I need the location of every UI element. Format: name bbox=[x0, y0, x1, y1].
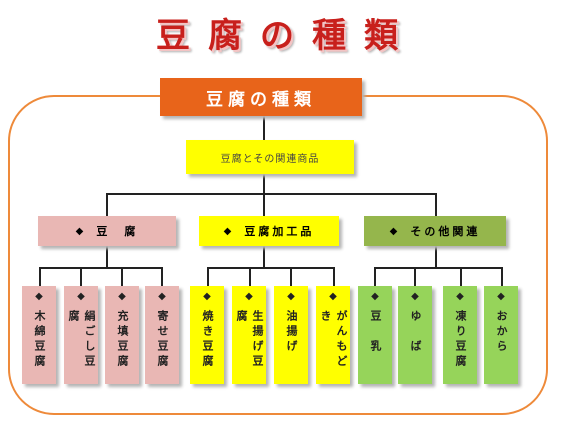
root-node: 豆腐の種類 bbox=[160, 78, 362, 116]
leaf-label: 油揚げ bbox=[285, 310, 298, 355]
connector-branch-other bbox=[435, 193, 437, 216]
leaf-yaki-tofu: ◆ 焼き豆腐 bbox=[190, 286, 224, 384]
leaf-juten-tofu: ◆ 充填豆腐 bbox=[105, 286, 139, 384]
connector-leaf-11 bbox=[460, 267, 462, 286]
diamond-icon: ◆ bbox=[329, 291, 337, 302]
leaf-aburaage: ◆ 油揚げ bbox=[274, 286, 308, 384]
leaf-momen-tofu: ◆ 木綿豆腐 bbox=[22, 286, 56, 384]
connector-leaf-1 bbox=[39, 267, 41, 286]
category-other: ◆ その他関連 bbox=[364, 216, 506, 246]
diamond-icon: ◆ bbox=[118, 291, 126, 302]
connector-branch-horizontal bbox=[106, 193, 437, 195]
connector-leaf-7 bbox=[290, 267, 292, 286]
connector-tofu-horizontal bbox=[39, 267, 163, 269]
leaf-kinugoshi-tofu: ◆ 絹ごし豆腐 bbox=[64, 286, 98, 384]
connector-branch-processed bbox=[263, 193, 265, 216]
diamond-icon: ◆ bbox=[371, 291, 379, 302]
connector-leaf-4 bbox=[161, 267, 163, 286]
category-label: 豆腐加工品 bbox=[244, 225, 315, 238]
diamond-icon: ◆ bbox=[35, 291, 43, 302]
leaf-label: 生揚げ豆腐 bbox=[235, 310, 264, 370]
connector-leaf-3 bbox=[121, 267, 123, 286]
leaf-label: ゆ ば bbox=[409, 310, 422, 355]
leaf-namaage-tofu: ◆ 生揚げ豆腐 bbox=[232, 286, 266, 384]
leaf-label: 豆 乳 bbox=[369, 310, 382, 355]
page-title: 豆腐の種類 bbox=[156, 16, 416, 56]
diamond-icon: ◆ bbox=[77, 291, 85, 302]
category-label: 豆 腐 bbox=[96, 225, 139, 238]
category-tofu: ◆ 豆 腐 bbox=[38, 216, 176, 246]
category-processed: ◆ 豆腐加工品 bbox=[199, 216, 339, 246]
connector-leaf-5 bbox=[207, 267, 209, 286]
diamond-icon: ◆ bbox=[287, 291, 295, 302]
leaf-koori-tofu: ◆ 凍り豆腐 bbox=[443, 286, 477, 384]
sub-node: 豆腐とその関連商品 bbox=[186, 140, 354, 174]
connector-leaf-8 bbox=[333, 267, 335, 286]
leaf-tonyu: ◆ 豆 乳 bbox=[358, 286, 392, 384]
connector-sub-branch bbox=[263, 174, 265, 194]
diamond-icon: ◆ bbox=[203, 291, 211, 302]
connector-processed-horizontal bbox=[207, 267, 335, 269]
diamond-icon: ◆ bbox=[389, 225, 401, 237]
leaf-label: 充填豆腐 bbox=[116, 310, 129, 370]
diamond-icon: ◆ bbox=[223, 225, 235, 237]
leaf-label: 凍り豆腐 bbox=[454, 310, 467, 370]
leaf-label: 木綿豆腐 bbox=[33, 310, 46, 370]
leaf-label: 寄せ豆腐 bbox=[156, 310, 169, 370]
diamond-icon: ◆ bbox=[456, 291, 464, 302]
connector-processed-down bbox=[263, 246, 265, 268]
leaf-yose-tofu: ◆ 寄せ豆腐 bbox=[145, 286, 179, 384]
connector-root-sub bbox=[263, 116, 265, 140]
connector-branch-tofu bbox=[106, 193, 108, 216]
leaf-label: おから bbox=[495, 310, 508, 355]
leaf-label: 絹ごし豆腐 bbox=[67, 310, 96, 370]
connector-other-down bbox=[435, 246, 437, 268]
diamond-icon: ◆ bbox=[411, 291, 419, 302]
category-label: その他関連 bbox=[410, 225, 481, 238]
leaf-label: 焼き豆腐 bbox=[201, 310, 214, 370]
diamond-icon: ◆ bbox=[75, 225, 87, 237]
connector-leaf-9 bbox=[374, 267, 376, 286]
diamond-icon: ◆ bbox=[158, 291, 166, 302]
connector-other-horizontal bbox=[374, 267, 503, 269]
leaf-label: がんもどき bbox=[319, 310, 348, 370]
connector-leaf-12 bbox=[501, 267, 503, 286]
diamond-icon: ◆ bbox=[497, 291, 505, 302]
leaf-yuba: ◆ ゆ ば bbox=[398, 286, 432, 384]
leaf-ganmodoki: ◆ がんもどき bbox=[316, 286, 350, 384]
diamond-icon: ◆ bbox=[245, 291, 253, 302]
leaf-okara: ◆ おから bbox=[484, 286, 518, 384]
connector-tofu-down bbox=[106, 246, 108, 268]
connector-leaf-6 bbox=[249, 267, 251, 286]
connector-leaf-10 bbox=[414, 267, 416, 286]
connector-leaf-2 bbox=[80, 267, 82, 286]
